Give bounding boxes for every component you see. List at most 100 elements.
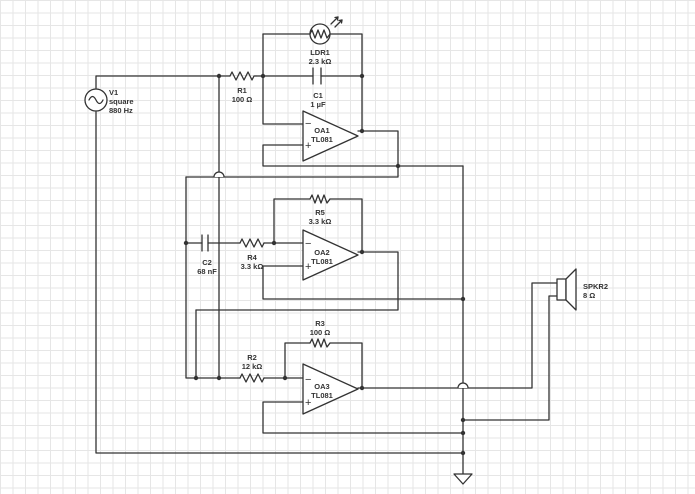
c2-plates bbox=[201, 234, 209, 252]
oa3-plus-pin: + bbox=[305, 397, 311, 409]
wire-oa3-out bbox=[357, 282, 558, 389]
junction-dot bbox=[260, 73, 266, 79]
oa3-minus-pin: − bbox=[305, 374, 311, 386]
wire-ldr-right bbox=[329, 33, 363, 132]
ground-symbol[interactable] bbox=[453, 473, 473, 485]
label-ldr1-value: 2.3 kΩ bbox=[309, 57, 332, 66]
oa1-triangle bbox=[302, 110, 359, 162]
wire-r5-left bbox=[273, 198, 311, 244]
oa2-plus-pin: + bbox=[305, 261, 311, 273]
label-ldr1-ref: LDR1 bbox=[310, 48, 330, 57]
junction-dot bbox=[359, 128, 365, 134]
label-spkr2-value: 8 Ω bbox=[583, 291, 595, 300]
junction-dot bbox=[282, 375, 288, 381]
oa1-opamp[interactable]: − + bbox=[302, 110, 359, 162]
label-oa3-model: TL081 bbox=[311, 391, 333, 400]
wire-node-left-vertical bbox=[262, 33, 304, 125]
label-oa1-ref: OA1 bbox=[314, 126, 329, 135]
wire-v1-to-ground-rail bbox=[95, 111, 464, 454]
ldr1-zigzag bbox=[309, 29, 331, 39]
r3-resistor[interactable] bbox=[309, 338, 331, 348]
wire-oa2-out bbox=[357, 251, 464, 300]
label-c1-value: 1 µF bbox=[310, 100, 326, 109]
label-r2-value: 12 kΩ bbox=[242, 362, 263, 371]
label-oa2-model: TL081 bbox=[311, 257, 333, 266]
junction-dot bbox=[460, 430, 466, 436]
hop-2 bbox=[457, 382, 469, 389]
junction-dot bbox=[395, 163, 401, 169]
junction-dot bbox=[460, 450, 466, 456]
junction-dot bbox=[359, 249, 365, 255]
oa2-triangle bbox=[302, 229, 359, 281]
label-oa2-ref: OA2 bbox=[314, 248, 329, 257]
label-r2-ref: R2 bbox=[247, 353, 257, 362]
junction-dot bbox=[271, 240, 277, 246]
label-c2-ref: C2 bbox=[202, 258, 212, 267]
label-r3-value: 100 Ω bbox=[310, 328, 331, 337]
wire-oa3-plus bbox=[262, 401, 464, 434]
label-oa3-ref: OA3 bbox=[314, 382, 329, 391]
junction-dot bbox=[216, 375, 222, 381]
r1-resistor[interactable] bbox=[229, 71, 257, 81]
wire-mid-bus bbox=[195, 298, 399, 311]
junction-dot bbox=[359, 73, 365, 79]
c1-plates bbox=[312, 67, 322, 85]
junctions bbox=[183, 73, 466, 456]
label-c1-ref: C1 bbox=[313, 91, 323, 100]
spkr2-speaker[interactable] bbox=[556, 268, 577, 311]
junction-dot bbox=[460, 417, 466, 423]
wire-oa1-out bbox=[357, 130, 399, 167]
label-r5-ref: R5 bbox=[315, 208, 325, 217]
oa1-plus-pin: + bbox=[305, 140, 311, 152]
light-arrows-icon bbox=[330, 16, 343, 28]
label-spkr2-ref: SPKR2 bbox=[583, 282, 608, 291]
wire-r3-left bbox=[284, 342, 311, 379]
sine-wave-icon bbox=[88, 95, 104, 105]
speaker-icon bbox=[565, 268, 577, 311]
label-v1-ref: V1 bbox=[109, 88, 118, 97]
oa3-triangle bbox=[302, 363, 359, 415]
r5-zigzag bbox=[309, 194, 331, 204]
ground-icon bbox=[453, 473, 473, 485]
junction-dot bbox=[183, 240, 189, 246]
junction-dot bbox=[216, 73, 222, 79]
v1-source[interactable] bbox=[84, 88, 108, 112]
wire-bus-upper bbox=[185, 165, 399, 178]
junction-dot bbox=[193, 375, 199, 381]
speaker-body bbox=[556, 278, 567, 301]
hop-1 bbox=[213, 171, 225, 178]
label-oa1-model: TL081 bbox=[311, 135, 333, 144]
label-c2-value: 68 nF bbox=[197, 267, 217, 276]
r2-zigzag bbox=[239, 373, 265, 383]
wire-oa2-plus bbox=[262, 265, 399, 300]
oa2-opamp[interactable]: − + bbox=[302, 229, 359, 281]
label-r5-value: 3.3 kΩ bbox=[309, 217, 332, 226]
junction-dot bbox=[460, 296, 466, 302]
r3-zigzag bbox=[309, 338, 331, 348]
label-r4-value: 3.3 kΩ bbox=[241, 262, 264, 271]
wire-hops bbox=[213, 171, 469, 389]
label-r1-ref: R1 bbox=[237, 86, 247, 95]
r2-resistor[interactable] bbox=[239, 373, 265, 383]
wire-oa1-plus bbox=[262, 144, 399, 167]
wire-v1-to-r1 bbox=[95, 75, 231, 89]
r5-resistor[interactable] bbox=[309, 194, 331, 204]
light-arrowheads-icon bbox=[334, 16, 343, 24]
r1-zigzag bbox=[229, 71, 257, 81]
c2-capacitor[interactable] bbox=[201, 234, 209, 252]
wire-left-loop bbox=[185, 176, 197, 379]
ldr1-photoresistor[interactable] bbox=[309, 16, 343, 45]
label-v1-type: square bbox=[109, 97, 134, 106]
junction-dot bbox=[359, 385, 365, 391]
oa3-opamp[interactable]: − + bbox=[302, 363, 359, 415]
wires bbox=[95, 33, 558, 475]
wire-speaker-return bbox=[462, 295, 558, 421]
oa1-minus-pin: − bbox=[305, 118, 311, 130]
label-r3-ref: R3 bbox=[315, 319, 325, 328]
c1-capacitor[interactable] bbox=[312, 67, 322, 85]
r4-resistor[interactable] bbox=[239, 238, 265, 248]
wire-r5-right bbox=[329, 198, 363, 253]
r4-zigzag bbox=[239, 238, 265, 248]
